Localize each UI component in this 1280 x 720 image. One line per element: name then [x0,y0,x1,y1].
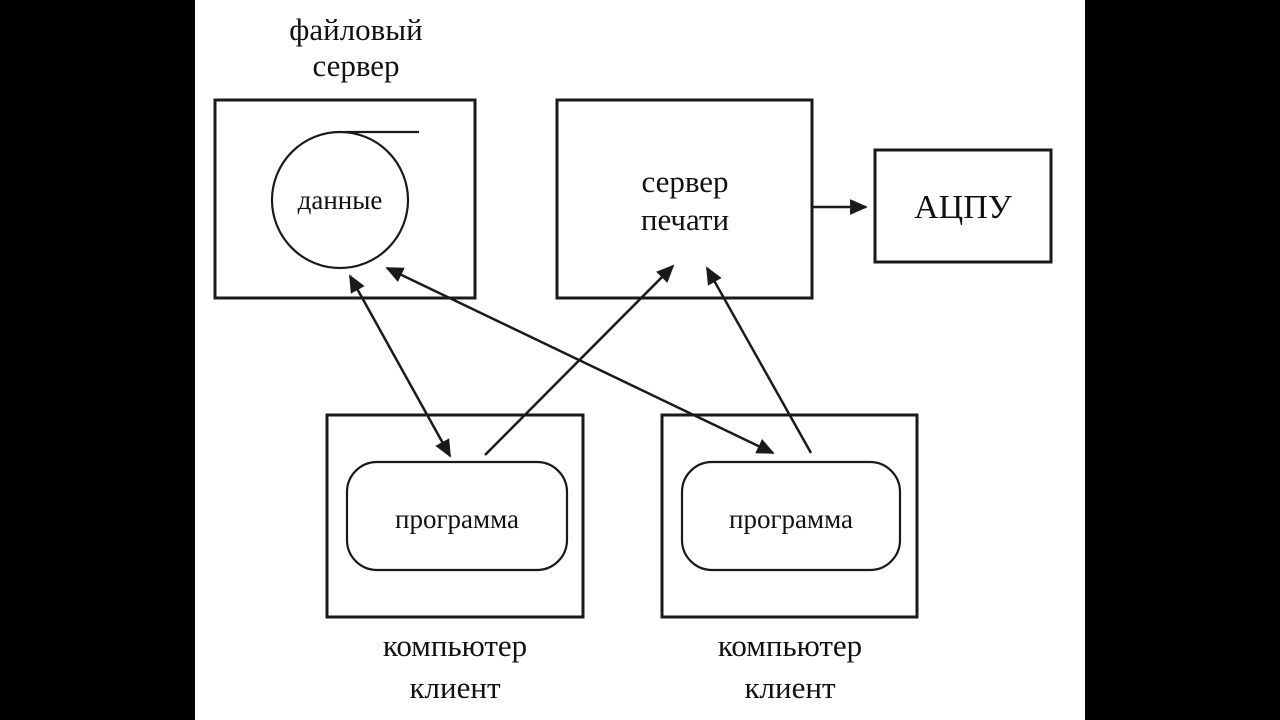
printer-label: АЦПУ [914,189,1013,226]
letterbox-right [1085,0,1280,720]
arrow-fileserver-client-left [348,274,452,458]
program-left-shape [345,460,569,572]
program-left-label: программа [395,504,519,534]
print-server-label-line2: печати [641,202,729,237]
client-left-caption-line2: клиент [409,670,500,705]
client-right-caption-line1: компьютер [718,628,862,663]
data-label: данные [298,185,383,215]
letterbox-left [0,0,195,720]
data-disk-icon [270,130,410,270]
program-right-label: программа [729,504,853,534]
file-server-title-line1: файловый [289,12,422,47]
network-diagram: файловый сервер данные сервер печати АЦП… [213,12,1053,705]
arrow-fileserver-client-right [385,266,775,455]
printer-box [873,148,1053,264]
diagram-canvas: файловый сервер данные сервер печати АЦП… [195,0,1085,720]
client-left-caption-line1: компьютер [383,628,527,663]
client-right-caption-line2: клиент [744,670,835,705]
file-server-box [213,98,477,300]
program-right-shape [680,460,902,572]
print-server-box [555,98,814,300]
print-server-label-line1: сервер [641,164,728,199]
file-server-title-line2: сервер [312,48,399,83]
arrow-client-right-print-server [705,266,813,454]
